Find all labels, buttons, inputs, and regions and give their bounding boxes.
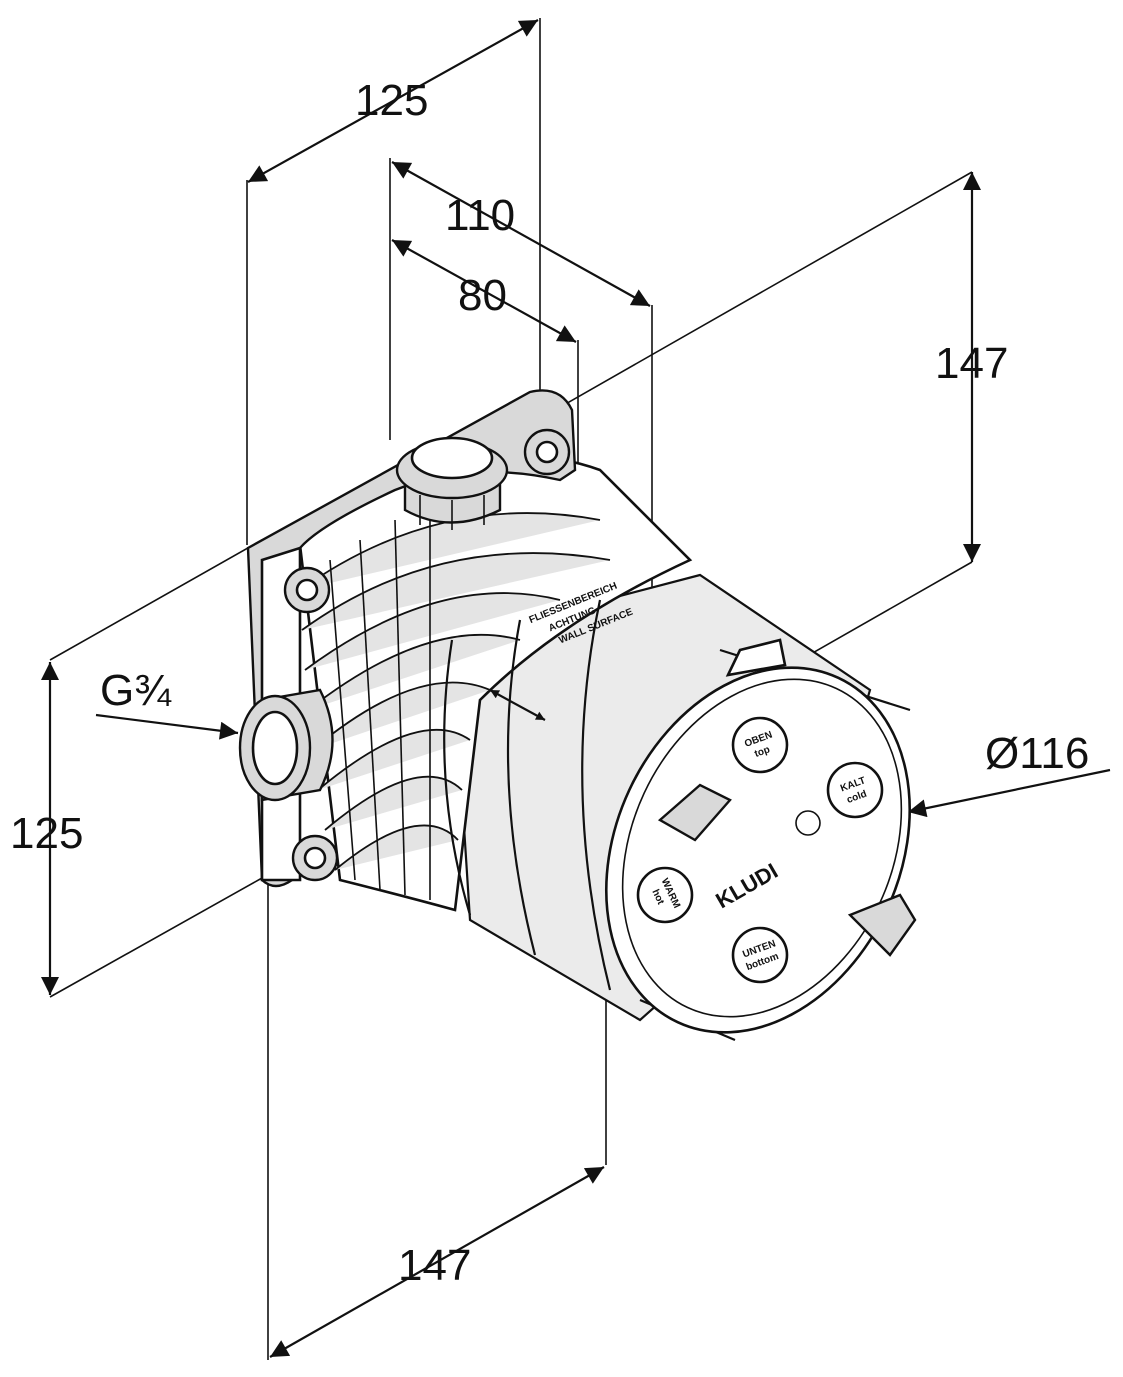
dim-width-top: 125 [355, 76, 428, 125]
label-top-circle [731, 716, 789, 774]
dim-height-left: 125 [10, 809, 83, 858]
label-cold-circle [826, 761, 884, 819]
plate-screws [283, 428, 571, 882]
top-connector [395, 436, 509, 530]
dim-thread: G¾ [100, 666, 172, 715]
label-hot-circle [636, 866, 694, 924]
dimension-labels: 125 110 80 147 125 147 Ø116 G¾ [10, 76, 1089, 1290]
housing-ribs [299, 505, 611, 900]
dim-depth-outer: 110 [445, 191, 515, 240]
dimension-lines [41, 19, 1111, 1358]
brand-logo-icon [795, 810, 821, 836]
adjust-arrow-icon [489, 689, 546, 721]
label-top-en: top [753, 744, 771, 760]
label-bottom-circle [731, 926, 789, 984]
dim-width-bottom: 147 [398, 1241, 471, 1290]
dim-depth-inner: 80 [458, 271, 507, 320]
dim-diameter: Ø116 [985, 729, 1089, 778]
dim-height-right: 147 [935, 339, 1008, 388]
side-connector [238, 688, 334, 802]
front-cover [605, 638, 917, 1042]
